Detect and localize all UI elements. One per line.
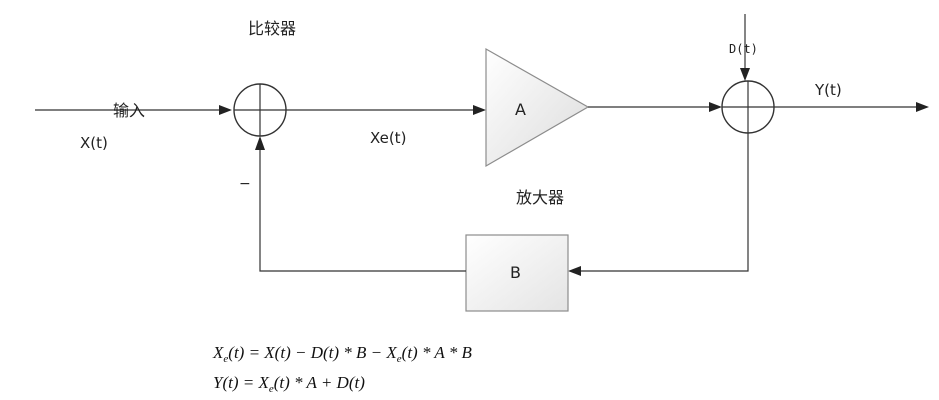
eq2-sub: e	[269, 383, 274, 395]
feedback-path-left	[259, 149, 466, 272]
eq1-rhs-sub: e	[397, 353, 402, 365]
feedback-arrowhead-into-comparator	[255, 136, 265, 150]
equation-2: Y(t) = Xe(t) * A + D(t)	[213, 373, 365, 395]
error-signal-label: Xe(t)	[370, 129, 406, 147]
input-signal-label: X(t)	[80, 134, 108, 152]
comparator-summing-junction	[233, 83, 287, 137]
amplifier-block	[485, 47, 590, 168]
feedback-block	[465, 234, 569, 312]
feedback-gain-label: B	[510, 263, 521, 282]
eq1-lhs-main: X	[212, 343, 224, 362]
amplifier-label: 放大器	[516, 188, 564, 207]
output-arrowhead	[916, 102, 929, 112]
error-arrowhead	[473, 105, 486, 115]
comparator-label: 比较器	[248, 19, 296, 38]
eq1-lhs-sub: e	[223, 353, 228, 365]
eq2-lhs: Y(t) = X	[213, 373, 269, 392]
amplifier-output-arrowhead	[709, 102, 722, 112]
minus-sign: −	[239, 176, 251, 192]
disturbance-label: D(t)	[729, 42, 758, 56]
output-label: Y(t)	[814, 81, 842, 99]
eq2-rhs: (t) * A + D(t)	[274, 373, 365, 392]
input-label: 输入	[113, 101, 145, 120]
eq1-lhs-arg: (t)	[228, 343, 244, 362]
equation-1: Xe(t) = X(t) − D(t) * B − Xe(t) * A * B	[212, 343, 472, 365]
eq1-rhs-part2: (t) * A * B	[402, 343, 473, 362]
amplifier-gain-label: A	[515, 100, 526, 119]
feedback-path-right	[580, 133, 749, 272]
eq1-rhs-part1: = X(t) − D(t) * B − X	[244, 343, 397, 362]
feedback-arrowhead-into-b	[568, 266, 581, 276]
disturbance-arrowhead	[740, 68, 750, 81]
input-arrowhead	[219, 105, 232, 115]
output-summing-junction	[721, 80, 775, 134]
